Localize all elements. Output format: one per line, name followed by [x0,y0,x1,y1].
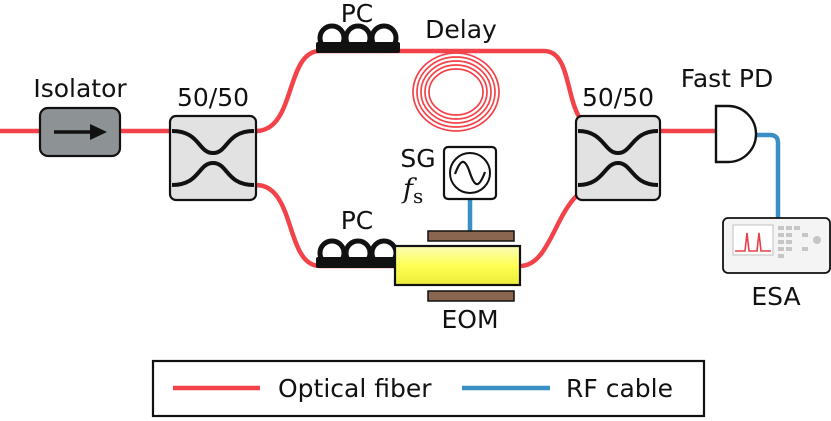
esa-trace [735,232,771,252]
coupler-in [168,114,258,202]
fs-subscript: s [413,184,423,208]
fast-pd-label: Fast PD [681,64,774,93]
photodetector-icon [714,104,758,164]
signal-generator [442,145,498,201]
fiber-lower-arm [253,182,398,269]
fiber-upper-arm [253,48,605,134]
eom-label: EOM [441,305,498,334]
coupler-in-label: 50/50 [177,83,249,112]
legend-optical-label: Optical fiber [278,374,432,403]
legend-rf-label: RF cable [566,374,673,403]
eom-crystal [393,244,522,287]
legend: Optical fiber RF cable [151,359,706,418]
coupler-out-label: 50/50 [582,83,654,112]
delay-fiber-coil [412,52,500,132]
eom-bottom-electrode [427,290,515,302]
isolator [38,106,122,158]
coupler-out [574,114,662,202]
right-arrow-icon [54,124,107,140]
rf-cable-paths [467,132,781,234]
isolator-label: Isolator [33,74,127,103]
pc-bottom-label: PC [341,206,374,235]
delay-label: Delay [425,15,497,44]
eom-top-electrode [427,230,515,242]
pc-top [316,23,400,53]
optical-fiber-paths [0,48,719,269]
sg-frequency-label: fs [401,174,423,208]
sine-wave-icon [449,152,491,194]
esa-buttons [778,226,821,258]
esa-label: ESA [751,282,800,311]
sg-label: SG [400,144,435,173]
pc-bottom [316,238,400,268]
eom [393,230,522,302]
rf-pd-to-esa [742,132,781,221]
spectrum-analyzer-icon [722,217,831,274]
pc-top-label: PC [341,0,374,28]
esa-screen [732,224,774,256]
